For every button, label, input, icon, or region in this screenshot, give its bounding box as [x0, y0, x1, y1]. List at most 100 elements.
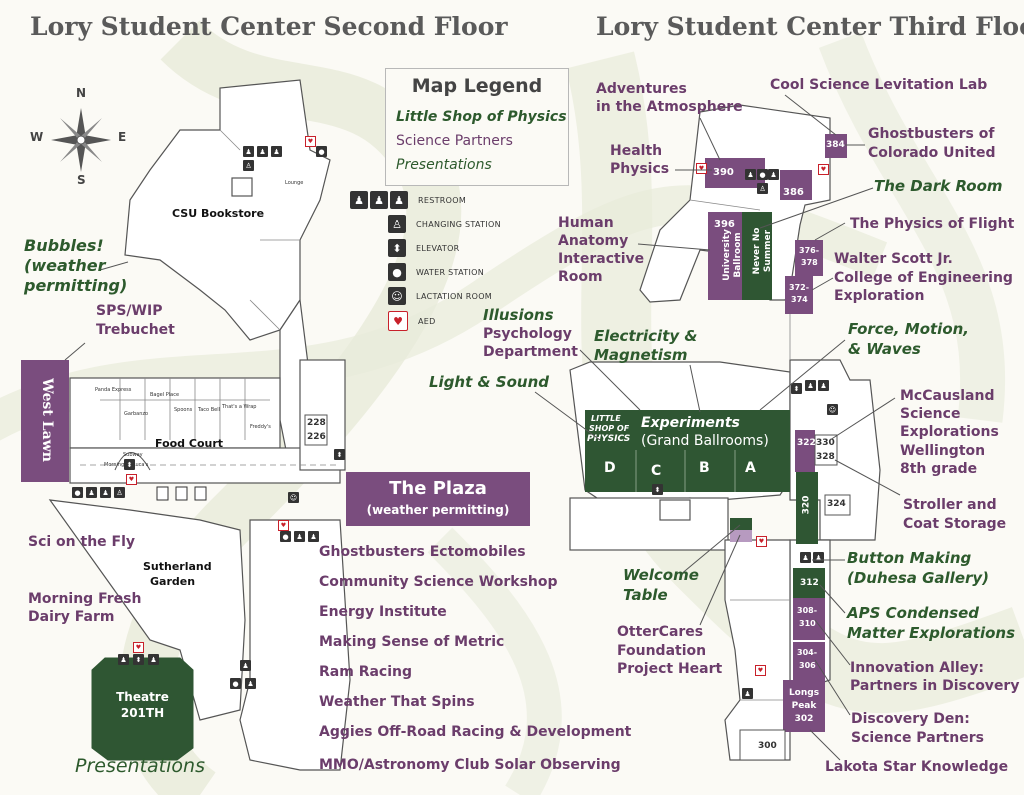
- walter-line3: Exploration: [834, 288, 925, 304]
- room-378: 378: [801, 258, 818, 267]
- walter-line2: College of Engineering: [834, 270, 1013, 286]
- morning-fresh-line2: Dairy Farm: [28, 609, 115, 625]
- restroom-icon: ♟: [245, 678, 256, 689]
- walter-line1: Walter Scott Jr.: [834, 251, 953, 267]
- second-floor-leaders: [64, 261, 129, 361]
- key-water: ● WATER STATION: [388, 263, 484, 281]
- aed-heart-icon: ♥: [126, 474, 137, 485]
- lsp-logo-line2: SHOP OF: [589, 424, 630, 433]
- psych-line2: Department: [483, 344, 578, 360]
- water-drop-icon: ●: [280, 531, 291, 542]
- restroom-icon: ♟: [742, 688, 753, 699]
- compass-s: S: [77, 173, 86, 187]
- physics-of-flight: The Physics of Flight: [850, 216, 1015, 232]
- theatre-label-1: Theatre: [116, 690, 169, 704]
- room-308: 308-: [797, 606, 818, 615]
- restroom-icon: ♟: [745, 169, 756, 180]
- dark-room: The Dark Room: [874, 177, 1003, 195]
- plaza-subtitle: (weather permitting): [366, 503, 510, 517]
- aed-heart-icon: ♥: [818, 164, 829, 175]
- ghostbusters-line2: Colorado United: [868, 145, 996, 161]
- changing-station-icon: ♙: [757, 183, 768, 194]
- restroom-icon: ♟: [148, 654, 159, 665]
- aed-heart-icon: ♥: [278, 520, 289, 531]
- elevator-icon: ⬍: [652, 484, 663, 495]
- water-drop-icon: ●: [316, 146, 327, 157]
- aed-heart-icon: ♥: [696, 163, 707, 174]
- longs-peak-3: 302: [794, 714, 814, 724]
- sci-on-the-fly: Sci on the Fly: [28, 534, 136, 550]
- sutherland-label-2: Garden: [150, 575, 196, 588]
- bookstore-label: CSU Bookstore: [172, 207, 265, 220]
- ottercares-line2: Foundation: [617, 643, 707, 659]
- plaza-title: The Plaza: [389, 478, 487, 499]
- section-c: C: [651, 463, 662, 479]
- room-306: 306: [799, 661, 816, 670]
- room-390: 390: [713, 167, 734, 178]
- map-legend: Map Legend Little Shop of Physics Scienc…: [385, 68, 569, 186]
- compass-rose-icon: [51, 108, 111, 172]
- restroom-icon: ♟: [818, 380, 829, 391]
- lactation-icon: ☺: [827, 404, 838, 415]
- restroom-icon: ♟: [370, 191, 388, 209]
- elevator-icon: ⬍: [388, 239, 406, 257]
- aed-heart-icon: ♥: [388, 311, 408, 331]
- room-228: 228: [307, 418, 326, 428]
- restroom-icon: ♟: [294, 531, 305, 542]
- plaza-item-8: MMO/Astronomy Club Solar Observing: [319, 757, 621, 773]
- anatomy-line2: Anatomy: [558, 233, 629, 249]
- restroom-icon: ♟: [243, 146, 254, 157]
- longs-peak-2: Peak: [791, 701, 817, 711]
- lsp-logo-line3: PHYSICS: [587, 434, 631, 444]
- changing-station-icon: ♙: [243, 160, 254, 171]
- shop-panda: Panda Express: [95, 387, 132, 393]
- lakota-star: Lakota Star Knowledge: [825, 759, 1009, 775]
- aed-heart-icon: ♥: [305, 136, 316, 147]
- legend-partners: Science Partners: [396, 133, 513, 149]
- bubbles-line1: Bubbles!: [24, 236, 104, 255]
- room-372: 372-: [789, 283, 810, 292]
- section-b: B: [699, 460, 710, 476]
- stroller-line1: Stroller and: [903, 497, 997, 513]
- room-384: 384: [826, 140, 845, 150]
- restroom-icon: ♟: [271, 146, 282, 157]
- lactation-icon: ☺: [388, 287, 406, 305]
- room-330: 330: [816, 438, 835, 448]
- elevator-icon: ⬍: [133, 654, 144, 665]
- shop-bagel: Bagel Place: [150, 392, 180, 398]
- shop-wrap: That's a Wrap: [222, 404, 257, 410]
- psych-line1: Psychology: [483, 326, 572, 342]
- morning-fresh-line1: Morning Fresh: [28, 591, 142, 607]
- mccausland-line2: Science: [900, 406, 961, 422]
- restroom-icon: ♟: [805, 380, 816, 391]
- innovation-line2: Partners in Discovery: [850, 678, 1020, 694]
- welcome-line2: Table: [623, 586, 668, 604]
- plaza-item-3: Energy Institute: [319, 604, 447, 620]
- room-312: 312: [800, 578, 819, 588]
- plaza-item-2: Community Science Workshop: [319, 574, 558, 590]
- shop-freddys: Freddy's: [250, 424, 271, 430]
- aps-line1: APS Condensed: [847, 604, 980, 622]
- second-floor-title: Lory Student Center Second Floor: [30, 12, 508, 41]
- plaza-item-5: Ram Racing: [319, 664, 413, 680]
- section-a: A: [745, 460, 756, 476]
- key-aed: ♥ AED: [388, 311, 436, 331]
- restroom-icon: ♟: [350, 191, 368, 209]
- room-310: 310: [799, 619, 816, 628]
- room-396: 396: [714, 219, 735, 230]
- plaza-item-6: Weather That Spins: [319, 694, 475, 710]
- room-226: 226: [307, 432, 326, 442]
- restroom-icon: ♟: [100, 487, 111, 498]
- water-drop-icon: ●: [72, 487, 83, 498]
- experiments-label: Experiments: [641, 415, 740, 431]
- restroom-icon: ♟: [118, 654, 129, 665]
- bubbles-line2: (weather: [24, 256, 106, 275]
- theatre-label-2: 201TH: [120, 706, 165, 720]
- key-changing: ♙ CHANGING STATION: [388, 215, 501, 233]
- compass-e: E: [118, 130, 127, 144]
- legend-lsp: Little Shop of Physics: [396, 109, 567, 125]
- sps-line1: SPS/WIP: [96, 303, 163, 319]
- aps-line2: Matter Explorations: [847, 624, 1016, 642]
- mccausland-line3: Explorations: [900, 424, 999, 440]
- food-court-label: Food Court: [155, 437, 224, 450]
